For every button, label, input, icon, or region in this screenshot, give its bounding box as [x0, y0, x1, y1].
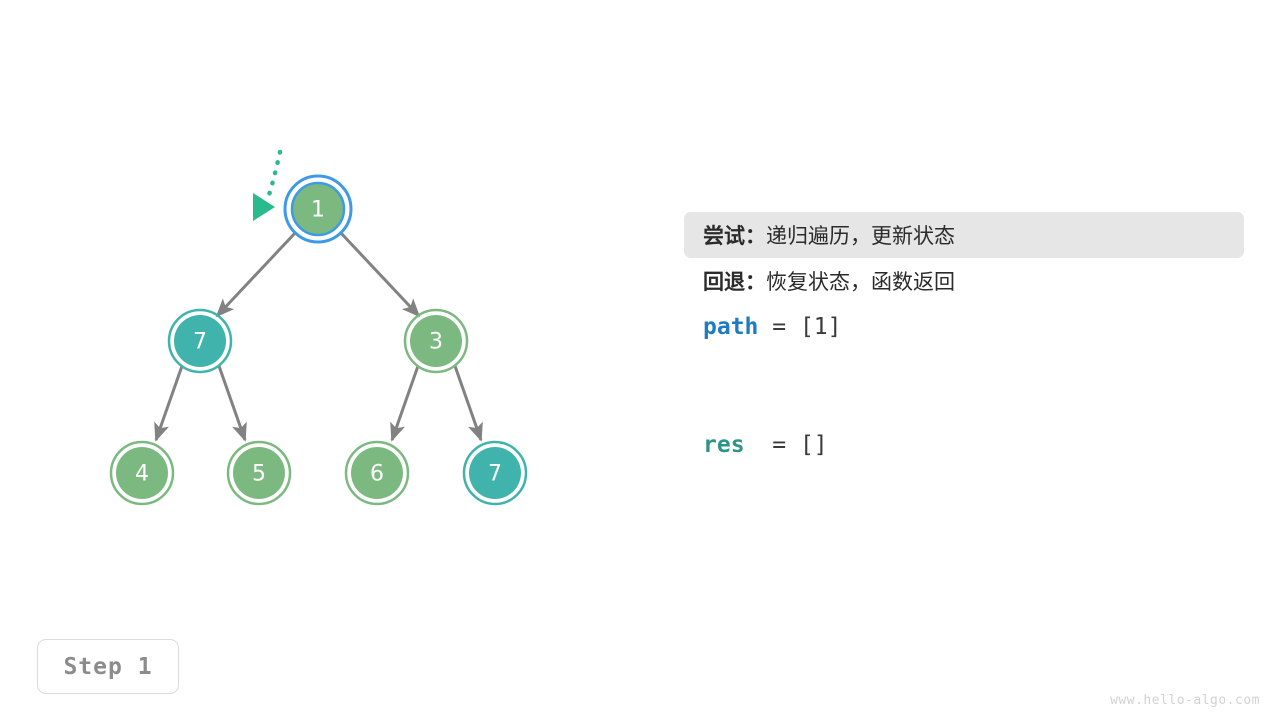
- edge-3-to-7: [453, 365, 483, 442]
- info-line-backtrack-value: 恢复状态，函数返回: [766, 270, 955, 294]
- binary-tree-svg: 1 7 3 4 5: [109, 149, 528, 506]
- tree-node-1[interactable]: 1: [283, 174, 353, 244]
- tree-diagram: 1 7 3 4 5: [109, 149, 528, 506]
- variable-path-name: path: [703, 314, 759, 340]
- node-circle: [351, 447, 403, 499]
- variable-res-assign: =: [744, 432, 800, 458]
- pointer-arrowhead-icon: [253, 193, 275, 221]
- node-circle: [233, 447, 285, 499]
- tree-node-3[interactable]: 3: [403, 308, 469, 374]
- tree-node-7-left[interactable]: 7: [167, 308, 233, 374]
- node-circle: [174, 315, 226, 367]
- edge-1-to-3: [338, 230, 421, 318]
- info-line-try-key: 尝试：: [703, 224, 766, 248]
- node-circle: [290, 181, 346, 237]
- info-line-try: 尝试： 递归遍历，更新状态: [684, 212, 1244, 258]
- tree-node-7-right[interactable]: 7: [462, 440, 528, 506]
- node-label: 1: [311, 198, 325, 223]
- info-line-try-value: 递归遍历，更新状态: [766, 224, 955, 248]
- node-ring: [403, 308, 469, 374]
- tree-edges: [154, 230, 483, 442]
- node-circle: [116, 447, 168, 499]
- node-circle: [469, 447, 521, 499]
- tree-node-6[interactable]: 6: [344, 440, 410, 506]
- tree-node-5[interactable]: 5: [226, 440, 292, 506]
- node-label: 4: [135, 462, 149, 487]
- node-ring: [226, 440, 292, 506]
- pointer-dotted-path: [265, 149, 283, 201]
- node-ring: [283, 174, 353, 244]
- info-line-backtrack: 回退： 恢复状态，函数返回: [684, 258, 1244, 304]
- node-ring: [344, 440, 410, 506]
- variable-res-name: res: [703, 432, 745, 458]
- edge-7-to-5: [217, 365, 247, 442]
- variable-path-assign: =: [758, 314, 800, 340]
- variable-path-value: [1]: [799, 314, 842, 340]
- recursion-pointer: [253, 149, 283, 221]
- variable-path-line: path = [1]: [684, 304, 1244, 350]
- step-badge: Step 1: [37, 639, 179, 694]
- info-line-backtrack-key: 回退：: [703, 270, 766, 294]
- node-label: 7: [488, 462, 502, 487]
- info-panel: 尝试： 递归遍历，更新状态 回退： 恢复状态，函数返回 path = [1] r…: [684, 212, 1244, 468]
- tree-nodes: 1 7 3 4 5: [109, 174, 528, 506]
- node-label: 7: [193, 330, 207, 355]
- tree-node-4[interactable]: 4: [109, 440, 175, 506]
- edge-3-to-6: [390, 365, 420, 442]
- edge-1-to-7: [215, 230, 298, 318]
- step-badge-label: Step 1: [63, 653, 153, 680]
- node-label: 3: [429, 330, 443, 355]
- node-circle: [410, 315, 462, 367]
- node-label: 6: [370, 462, 384, 487]
- watermark: www.hello-algo.com: [1110, 693, 1260, 708]
- node-ring: [109, 440, 175, 506]
- panel-spacer: [684, 350, 1244, 422]
- node-label: 5: [252, 462, 266, 487]
- variable-res-value: []: [799, 432, 828, 458]
- edge-7-to-4: [154, 365, 184, 442]
- node-ring: [462, 440, 528, 506]
- node-ring: [167, 308, 233, 374]
- variable-res-line: res = []: [684, 422, 1244, 468]
